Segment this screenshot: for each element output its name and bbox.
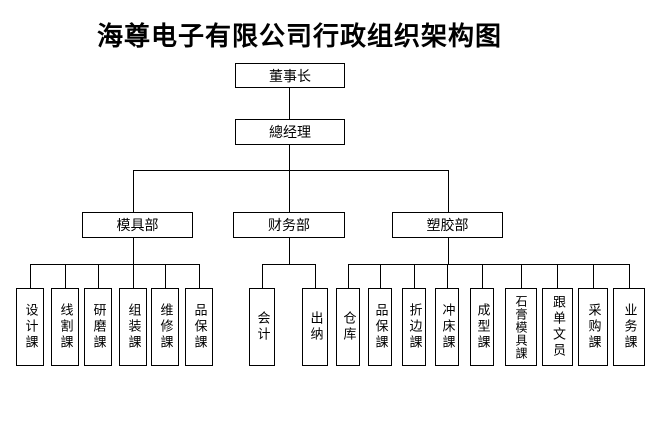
connector-line (262, 264, 316, 265)
connector-line (133, 170, 134, 212)
node-section-warehouse: 仓库 (336, 288, 360, 366)
node-section-sales: 业务課 (613, 288, 645, 366)
connector-line (289, 238, 290, 264)
connector-line (447, 264, 448, 288)
node-section-plaster-mold: 石膏模具課 (505, 288, 537, 366)
node-section-molding: 成型課 (470, 288, 494, 366)
page-title: 海尊电子有限公司行政组织架构图 (97, 22, 503, 52)
connector-line (315, 264, 316, 288)
node-section-folding: 折边課 (402, 288, 426, 366)
node-section-order-clerk: 跟单文员 (542, 288, 573, 366)
connector-line (289, 170, 290, 212)
node-chairman: 董事长 (235, 63, 345, 88)
connector-line (414, 264, 415, 288)
node-section-grinding: 研磨課 (84, 288, 112, 366)
node-section-cashier: 出纳 (302, 288, 328, 366)
node-dept-plastics: 塑胶部 (392, 212, 503, 238)
node-dept-mold: 模具部 (82, 212, 193, 238)
node-section-purchasing: 采购課 (578, 288, 608, 366)
connector-line (629, 264, 630, 288)
connector-line (30, 264, 200, 265)
connector-line (348, 264, 630, 265)
node-section-wire-cut: 线割課 (51, 288, 79, 366)
node-section-design: 设计課 (16, 288, 44, 366)
connector-line (98, 264, 99, 288)
connector-line (133, 264, 134, 288)
connector-line (199, 264, 200, 288)
connector-line (380, 264, 381, 288)
connector-line (133, 170, 449, 171)
connector-line (521, 264, 522, 288)
node-general-manager: 總经理 (235, 119, 345, 145)
node-section-punch-press: 冲床課 (435, 288, 459, 366)
connector-line (448, 170, 449, 212)
node-section-qa-plastics: 品保課 (368, 288, 392, 366)
connector-line (557, 264, 558, 288)
node-section-assembly: 组装課 (119, 288, 147, 366)
connector-line (133, 238, 134, 264)
node-section-maintenance: 维修課 (151, 288, 179, 366)
connector-line (448, 238, 449, 264)
connector-line (593, 264, 594, 288)
connector-line (482, 264, 483, 288)
connector-line (289, 88, 290, 119)
node-dept-finance: 财务部 (233, 212, 345, 238)
connector-line (289, 145, 290, 170)
node-section-qa-mold: 品保課 (185, 288, 213, 366)
connector-line (348, 264, 349, 288)
connector-line (65, 264, 66, 288)
node-section-accounting: 会计 (249, 288, 275, 366)
connector-line (165, 264, 166, 288)
connector-line (30, 264, 31, 288)
connector-line (262, 264, 263, 288)
